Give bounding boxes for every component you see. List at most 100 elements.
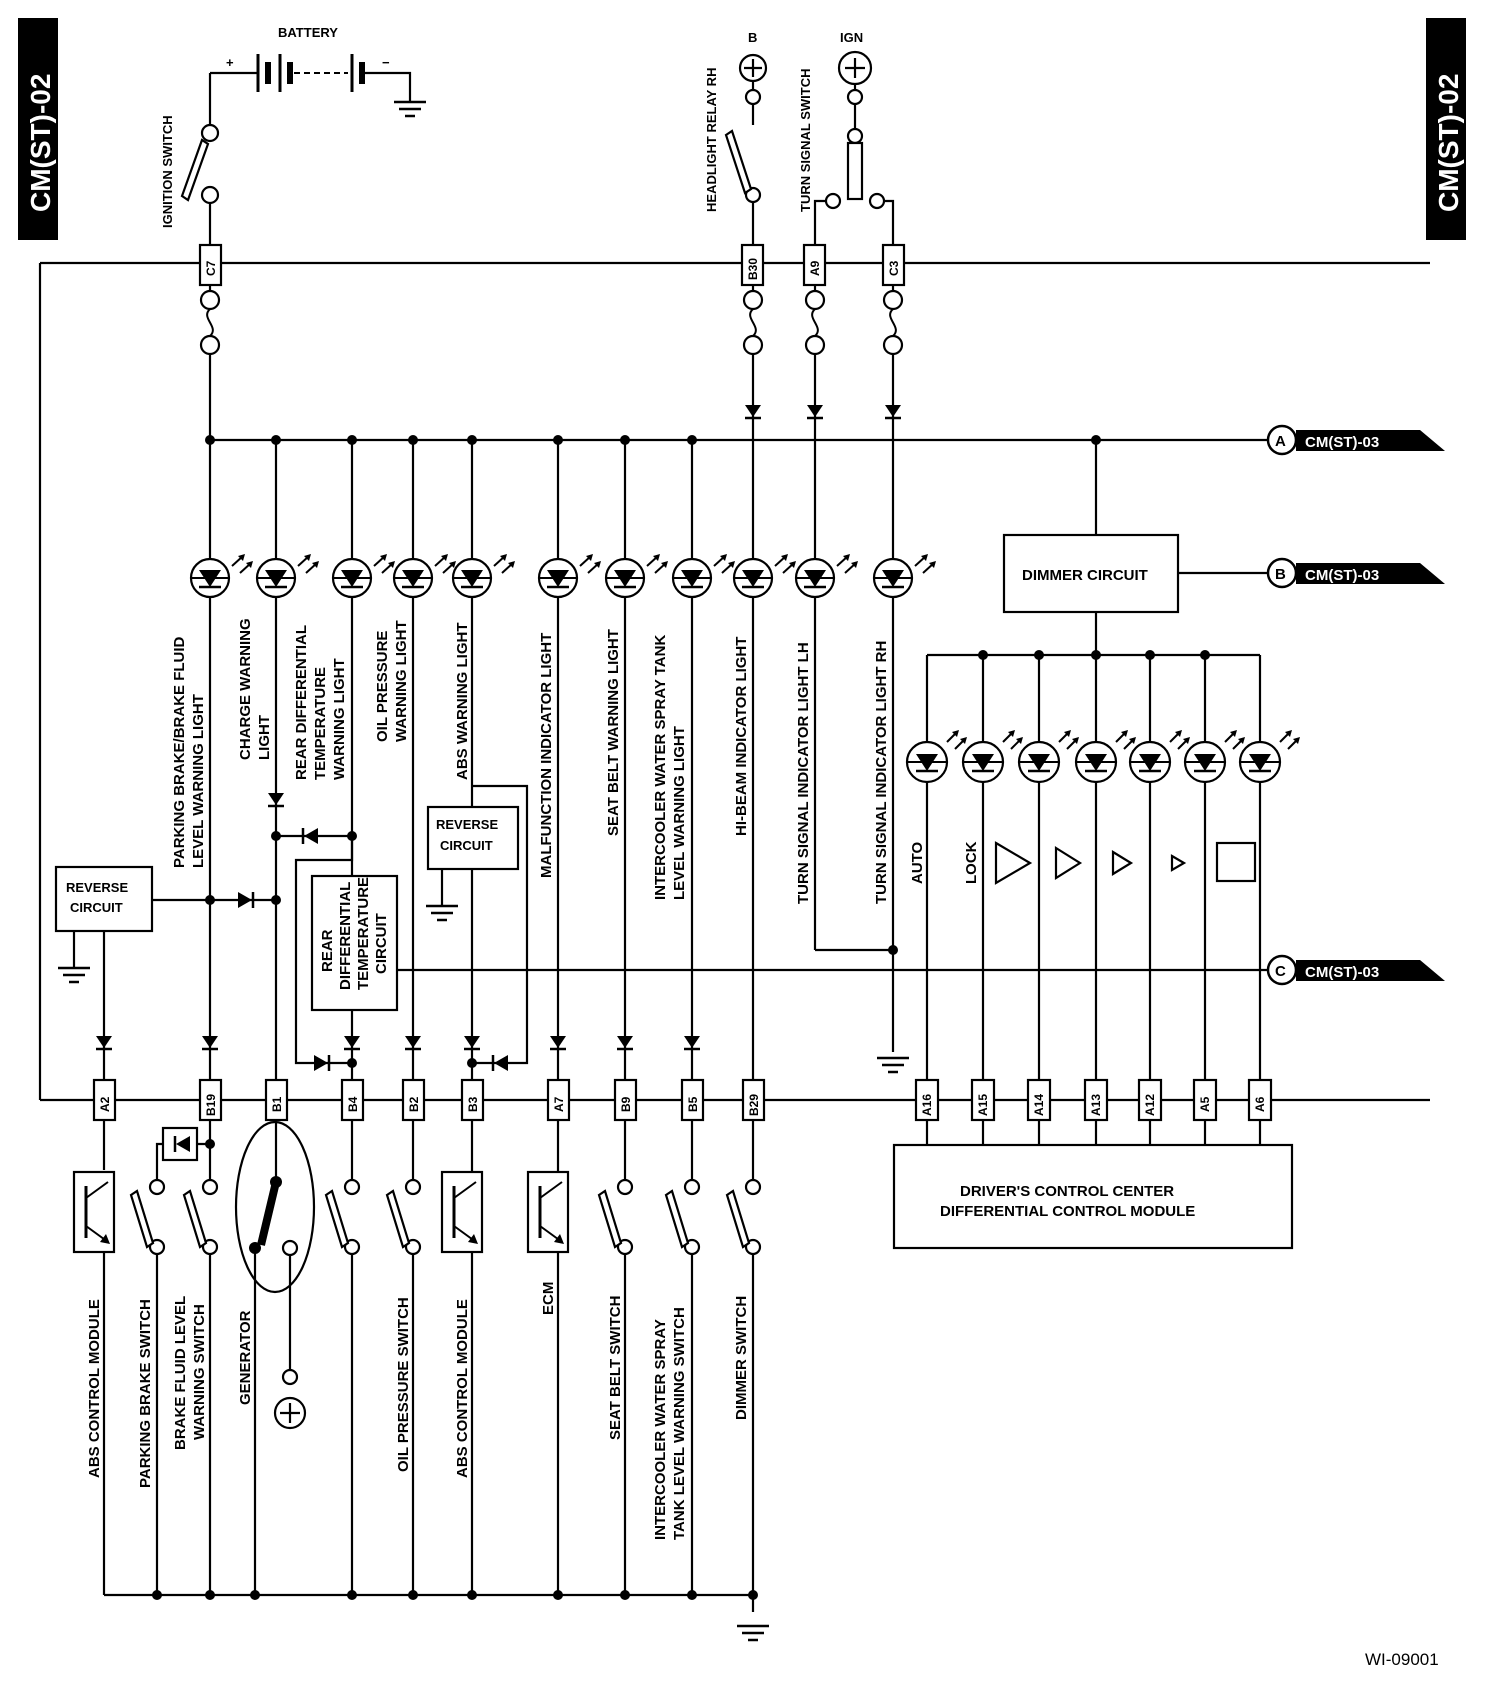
svg-text:SEAT BELT SWITCH: SEAT BELT SWITCH [607, 1296, 624, 1440]
ignition-switch: IGNITION SWITCH [160, 115, 220, 245]
svg-text:REAR: REAR [319, 929, 336, 972]
connector-a[interactable]: A CM(ST)-03 [1266, 424, 1445, 456]
svg-text:DIMMER CIRCUIT: DIMMER CIRCUIT [1022, 567, 1148, 584]
dccd-lamp-3-icon [1017, 728, 1081, 784]
page-tab-left-label: CM(ST)-02 [25, 74, 56, 212]
battery-label: BATTERY [278, 25, 338, 40]
svg-text:B2: B2 [407, 1096, 421, 1112]
connector-b[interactable]: B CM(ST)-03 [1266, 557, 1445, 589]
figure-code: WI-09001 [1365, 1650, 1439, 1669]
svg-text:LIGHT: LIGHT [256, 715, 273, 760]
lamp-label-seat: SEAT BELT WARNING LIGHT [605, 629, 622, 836]
svg-text:WARNING LIGHT: WARNING LIGHT [331, 658, 348, 780]
svg-text:TURN SIGNAL INDICATOR LIGHT RH: TURN SIGNAL INDICATOR LIGHT RH [873, 641, 890, 904]
svg-text:REVERSE: REVERSE [66, 880, 128, 895]
lamp-label-rear-diff: REAR DIFFERENTIAL TEMPERATURE WARNING LI… [293, 625, 348, 780]
page-tab-right-label: CM(ST)-02 [1433, 74, 1464, 212]
dccd-lamp-6-icon [1183, 728, 1247, 784]
abs-module-1-transistor-icon [72, 1170, 116, 1254]
svg-text:INTERCOOLER WATER SPRAY: INTERCOOLER WATER SPRAY [652, 1319, 669, 1540]
svg-text:C7: C7 [204, 260, 218, 276]
svg-text:DIFFERENTIAL: DIFFERENTIAL [337, 882, 354, 990]
svg-text:CHARGE WARNING: CHARGE WARNING [237, 618, 254, 760]
intercooler-switch-icon[interactable] [664, 1178, 701, 1256]
svg-text:A: A [1275, 433, 1286, 450]
dccd-triangle-tiny-icon [1170, 854, 1187, 872]
svg-text:A13: A13 [1089, 1094, 1103, 1116]
turn-signal-switch-label: TURN SIGNAL SWITCH [798, 69, 813, 212]
page-tab-left[interactable]: CM(ST)-02 [18, 18, 58, 240]
svg-text:A7: A7 [552, 1096, 566, 1112]
svg-text:PARKING BRAKE/BRAKE FLUID: PARKING BRAKE/BRAKE FLUID [171, 636, 188, 868]
svg-text:DRIVER'S CONTROL CENTER: DRIVER'S CONTROL CENTER [960, 1183, 1174, 1200]
svg-text:B4: B4 [346, 1096, 360, 1112]
dccd-auto-lamp-icon [905, 728, 969, 784]
dccd-lamp-4-icon [1074, 728, 1138, 784]
rear-diff-temp-circuit: REAR DIFFERENTIAL TEMPERATURE CIRCUIT [294, 836, 399, 1065]
svg-text:CM(ST)-03: CM(ST)-03 [1305, 434, 1379, 451]
dimmer-switch-icon[interactable] [725, 1178, 762, 1256]
svg-text:B29: B29 [747, 1094, 761, 1116]
top-pin-c7: C7 [198, 243, 223, 287]
svg-text:TEMPERATURE: TEMPERATURE [355, 877, 372, 990]
reverse-mid-ground-icon [424, 904, 460, 922]
top-pin-b30: B30 [740, 243, 765, 287]
seat-belt-switch-icon[interactable] [597, 1178, 634, 1256]
parking-brake-switch-icon[interactable] [129, 1178, 166, 1256]
b-supply-label: B [748, 30, 757, 45]
svg-text:CIRCUIT: CIRCUIT [70, 900, 123, 915]
dccd-triangle-medium-icon [1054, 846, 1083, 880]
ignition-switch-label: IGNITION SWITCH [160, 115, 175, 228]
seat-belt-lamp-icon [604, 552, 670, 599]
svg-text:INTERCOOLER WATER SPRAY TANK: INTERCOOLER WATER SPRAY TANK [652, 635, 669, 900]
generator [234, 1120, 316, 1595]
turn-ground-icon [875, 1056, 911, 1074]
rear-diff-switch-icon[interactable] [324, 1178, 361, 1256]
svg-text:CM(ST)-03: CM(ST)-03 [1305, 567, 1379, 584]
reverse-circuit-left: REVERSE CIRCUIT [54, 865, 154, 1100]
abs-module-2-transistor-icon [440, 1170, 484, 1254]
svg-text:A2: A2 [98, 1096, 112, 1112]
lamp-label-intercooler: INTERCOOLER WATER SPRAY TANK LEVEL WARNI… [652, 635, 688, 900]
connector-c[interactable]: C CM(ST)-03 [1266, 954, 1445, 986]
oil-pressure-switch-icon[interactable] [385, 1178, 422, 1256]
dccd-auto-label: AUTO [909, 841, 926, 884]
svg-text:GENERATOR: GENERATOR [237, 1310, 254, 1405]
battery-ground-icon [392, 100, 428, 118]
headlight-relay-label: HEADLIGHT RELAY RH [704, 68, 719, 212]
intercooler-lamp-icon [671, 552, 737, 599]
svg-text:OIL PRESSURE SWITCH: OIL PRESSURE SWITCH [395, 1297, 412, 1472]
page-tab-right[interactable]: CM(ST)-02 [1426, 18, 1466, 240]
brake-fluid-switch-icon[interactable] [182, 1178, 219, 1256]
fuse-a9-icon [804, 289, 826, 356]
top-pin-c3: C3 [881, 243, 906, 287]
svg-text:CM(ST)-03: CM(ST)-03 [1305, 964, 1379, 981]
lamp-label-hibeam: HI-BEAM INDICATOR LIGHT [733, 637, 750, 836]
svg-text:A6: A6 [1253, 1096, 1267, 1112]
svg-text:SEAT BELT WARNING LIGHT: SEAT BELT WARNING LIGHT [605, 629, 622, 836]
svg-text:ECM: ECM [540, 1282, 557, 1315]
turn-rh-lamp-icon [872, 552, 938, 599]
lamp-label-turn-rh: TURN SIGNAL INDICATOR LIGHT RH [873, 641, 890, 904]
dccd-square-icon [1215, 841, 1257, 883]
abs-lamp-icon [451, 552, 517, 599]
turn-signal-switch: IGN TURN SIGNAL SWITCH [798, 30, 895, 245]
svg-text:REVERSE: REVERSE [436, 817, 498, 832]
fuse-c3-icon [882, 289, 904, 356]
rear-diff-lamp-icon [331, 552, 397, 599]
hi-beam-lamp-icon [732, 552, 798, 599]
malfunction-lamp-icon [537, 552, 603, 599]
top-pin-a9: A9 [802, 243, 827, 287]
lamp-label-mil: MALFUNCTION INDICATOR LIGHT [538, 633, 555, 878]
dccd-lamp-7-icon [1238, 728, 1302, 784]
charge-lamp-icon [255, 552, 321, 599]
reverse-left-ground-icon [56, 966, 92, 984]
dimmer-circuit: DIMMER CIRCUIT [1002, 533, 1180, 614]
bottom-pins: A2 B19 B1 B4 B2 B3 A7 B9 B5 B29 [92, 1078, 766, 1122]
dccd-lock-label: LOCK [963, 841, 980, 884]
lamp-label-parking: PARKING BRAKE/BRAKE FLUID LEVEL WARNING … [171, 636, 207, 868]
parking-brake-lamp-icon [189, 552, 255, 599]
svg-text:TEMPERATURE: TEMPERATURE [312, 667, 329, 780]
dccd-lock-lamp-icon [961, 728, 1025, 784]
